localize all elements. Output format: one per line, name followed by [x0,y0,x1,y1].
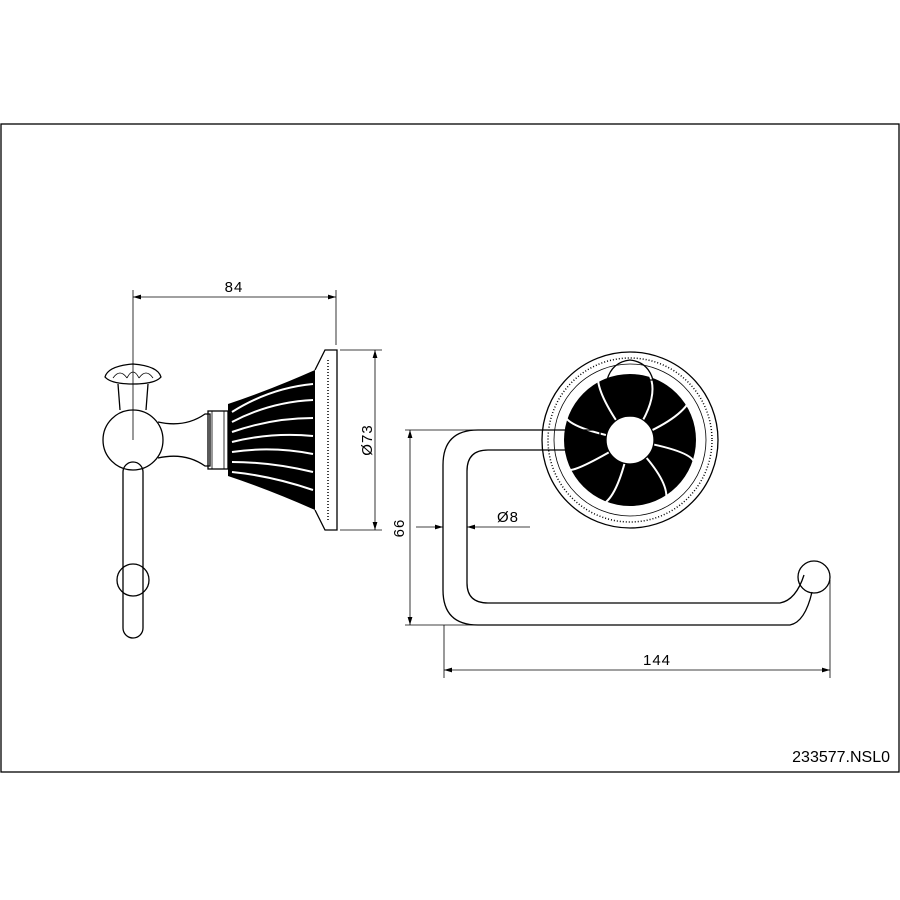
front-view: 66 Ø8 144 [391,351,831,678]
holder-arm-outer [442,429,813,626]
neck [157,413,211,467]
rosette-outer [541,351,719,529]
drawing-frame [0,123,900,773]
part-code: 233577.NSL0 [792,749,890,766]
finial-stem [117,383,149,411]
dim-84-label: 84 [225,279,244,296]
side-view: 84 Ø73 [102,279,382,639]
rosette-finial [606,359,654,381]
arm-end-ball [797,560,831,594]
dim-144-label: 144 [643,652,671,669]
dim-66-label: 66 [391,519,408,538]
finial-cap [104,363,162,385]
wall-plate [314,349,338,531]
vertical-rod [122,461,144,639]
pivot-ball [102,409,164,471]
dim-73-label: Ø73 [359,424,376,455]
dim-8-label: Ø8 [497,509,519,526]
holder-arm-inner [466,449,805,604]
rod-end-ball [116,563,150,597]
collar [207,410,229,470]
